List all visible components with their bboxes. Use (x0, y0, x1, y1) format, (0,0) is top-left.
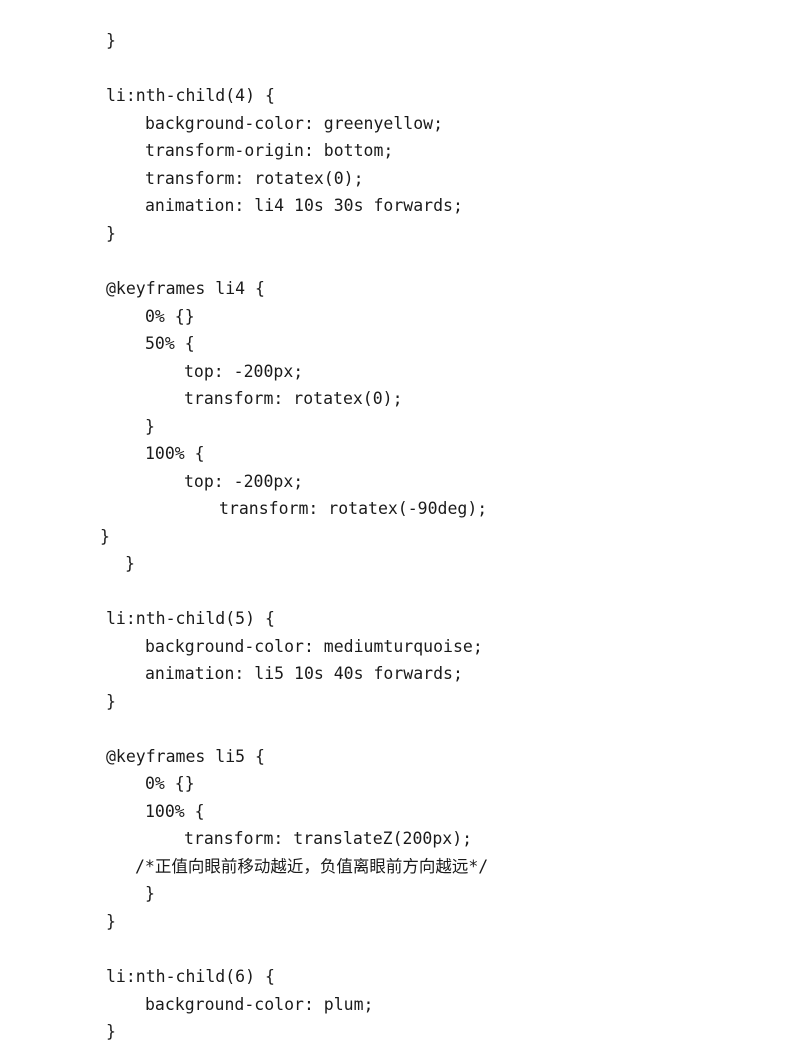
code-line: animation: li5 10s 40s forwards; (145, 664, 463, 683)
code-line: 100% { (145, 802, 205, 821)
code-line: li:nth-child(6) { (106, 967, 275, 986)
code-line: background-color: mediumturquoise; (145, 637, 483, 656)
code-line: transform: translateZ(200px); (184, 829, 473, 848)
code-line: } (106, 1022, 116, 1041)
code-line: } (106, 31, 116, 50)
code-line: 0% {} (145, 307, 195, 326)
code-line: } (145, 417, 155, 436)
code-comment: /*正值向眼前移动越近，负值离眼前方向越远*/ (135, 857, 489, 876)
code-line: } (145, 884, 155, 903)
code-line: 100% { (145, 444, 205, 463)
code-line: @keyframes li4 { (106, 279, 265, 298)
code-line: li:nth-child(5) { (106, 609, 275, 628)
code-line: transform: rotatex(0); (145, 169, 364, 188)
code-line: } (106, 912, 116, 931)
code-line: top: -200px; (184, 362, 304, 381)
code-line: transform: rotatex(-90deg); (219, 499, 488, 518)
code-line: @keyframes li5 { (106, 747, 265, 766)
code-line: 50% { (145, 334, 195, 353)
code-line: } (106, 224, 116, 243)
code-line: top: -200px; (184, 472, 304, 491)
code-line: 0% {} (145, 774, 195, 793)
code-line: li:nth-child(4) { (106, 86, 275, 105)
code-line: } (125, 554, 135, 573)
code-line: transform-origin: bottom; (145, 141, 394, 160)
code-line: background-color: plum; (145, 995, 374, 1014)
code-line: transform: rotatex(0); (184, 389, 403, 408)
code-line: } (100, 527, 110, 546)
code-line: background-color: greenyellow; (145, 114, 444, 133)
code-line: animation: li4 10s 30s forwards; (145, 196, 463, 215)
code-line: } (106, 692, 116, 711)
